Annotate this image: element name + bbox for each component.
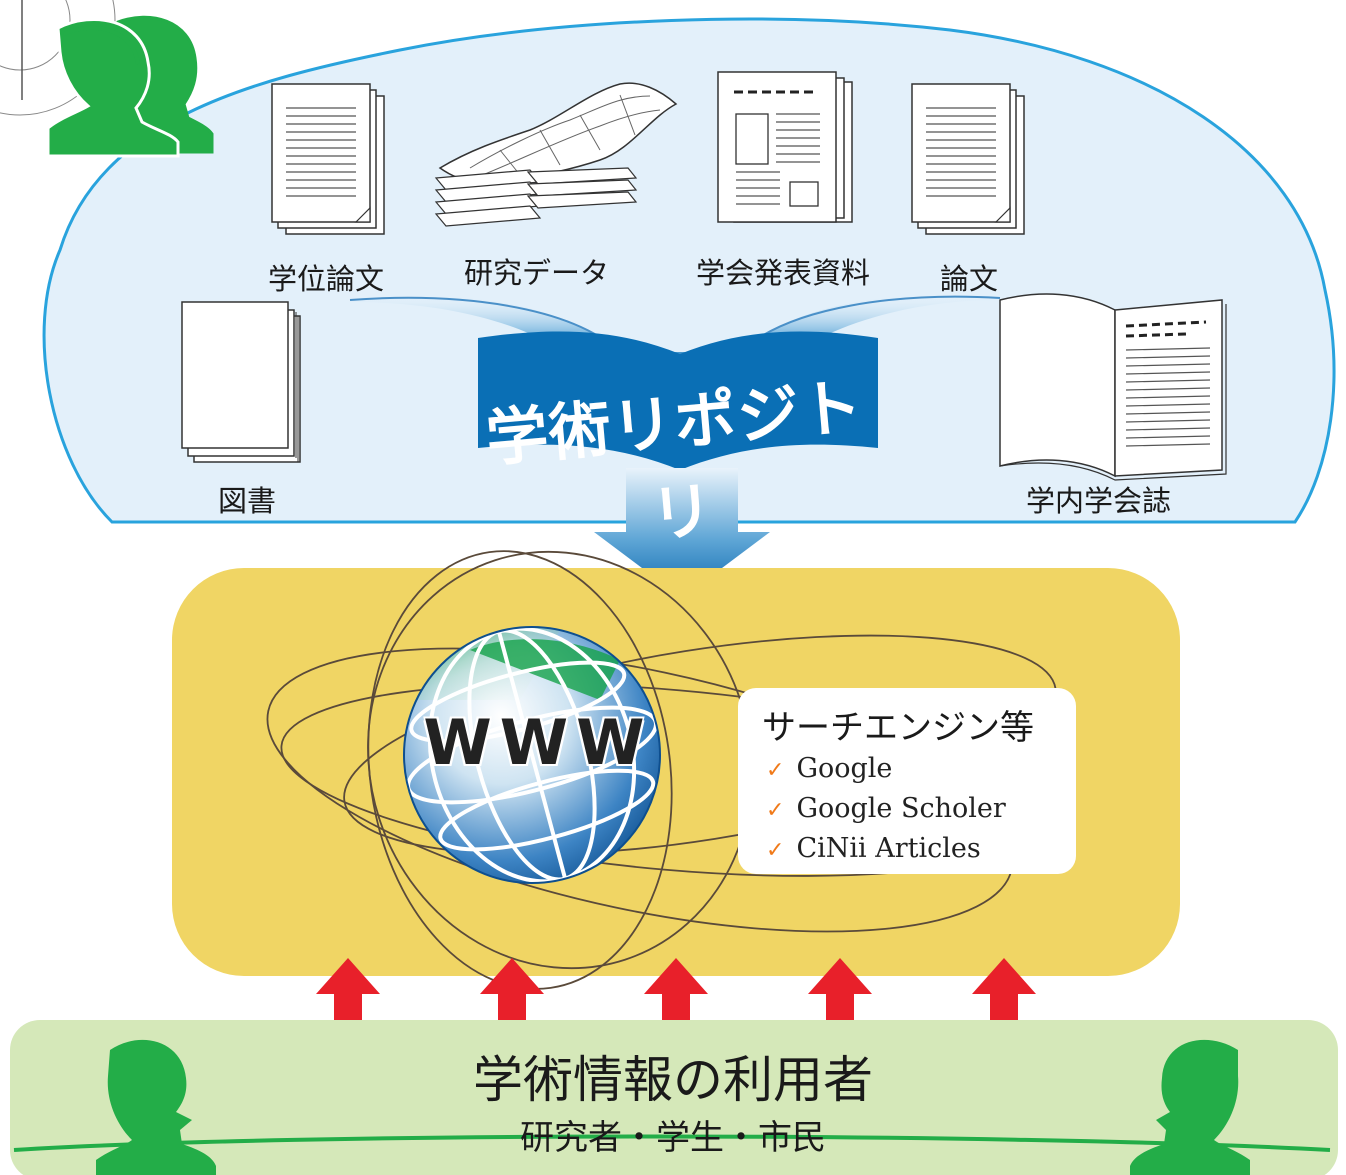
search-engine-list: ✓ Google ✓ Google Scholer ✓ CiNii Articles: [766, 750, 1006, 870]
doc-icon-paper: [911, 83, 1025, 235]
repository-banner: [478, 331, 878, 470]
doc-label-thesis: 学位論文: [268, 262, 385, 296]
doc-label-journal: 学内学会誌: [1026, 484, 1172, 518]
doc-label-paper: 論文: [940, 262, 999, 296]
up-arrow: [480, 958, 544, 1026]
corner-mark: [0, 0, 116, 116]
search-engine-item: ✓ Google Scholer: [766, 790, 1006, 830]
users-title: 学術情報の利用者: [473, 1051, 873, 1109]
users-icon: [46, 15, 214, 158]
users-band: [10, 1020, 1338, 1175]
check-icon: ✓: [766, 798, 785, 823]
globe-label: WWW: [423, 706, 653, 779]
search-engine-item: ✓ Google: [766, 750, 1006, 790]
doc-label-book: 図書: [218, 484, 277, 518]
up-arrow: [316, 958, 380, 1026]
web-panel: [172, 568, 1180, 976]
doc-icon-conference-material: [717, 71, 853, 223]
user-icon-right: [1130, 1039, 1250, 1175]
search-engine-name: Google: [796, 753, 893, 784]
doc-label-conference-material: 学会発表資料: [696, 256, 871, 290]
down-arrow: [594, 468, 770, 598]
search-engine-title: サーチエンジン等: [762, 708, 1034, 748]
up-arrow: [644, 958, 708, 1026]
doc-label-research-data: 研究データ: [464, 256, 610, 290]
check-icon: ✓: [766, 838, 785, 863]
check-icon: ✓: [766, 758, 785, 783]
users-subtitle: 研究者・学生・市民: [520, 1118, 826, 1158]
doc-icon-journal: [999, 293, 1227, 481]
search-engine-box: サーチエンジン等 ✓ Google ✓ Google Scholer ✓ CiNii …: [738, 688, 1076, 874]
search-engine-name: Google Scholer: [796, 793, 1006, 824]
search-engine-item: ✓ CiNii Articles: [766, 830, 1006, 870]
up-arrows: [316, 958, 1036, 1026]
repository-funnel: [350, 294, 1000, 370]
doc-icon-book: [181, 301, 301, 463]
user-icon-left: [96, 1039, 216, 1175]
repository-title: 学術リポジトリ: [483, 369, 867, 552]
doc-icon-thesis: [271, 83, 385, 235]
up-arrow: [972, 958, 1036, 1026]
search-engine-name: CiNii Articles: [796, 833, 981, 864]
doc-icon-research-data: [434, 82, 678, 227]
globe-icon: [403, 626, 661, 884]
up-arrow: [808, 958, 872, 1026]
